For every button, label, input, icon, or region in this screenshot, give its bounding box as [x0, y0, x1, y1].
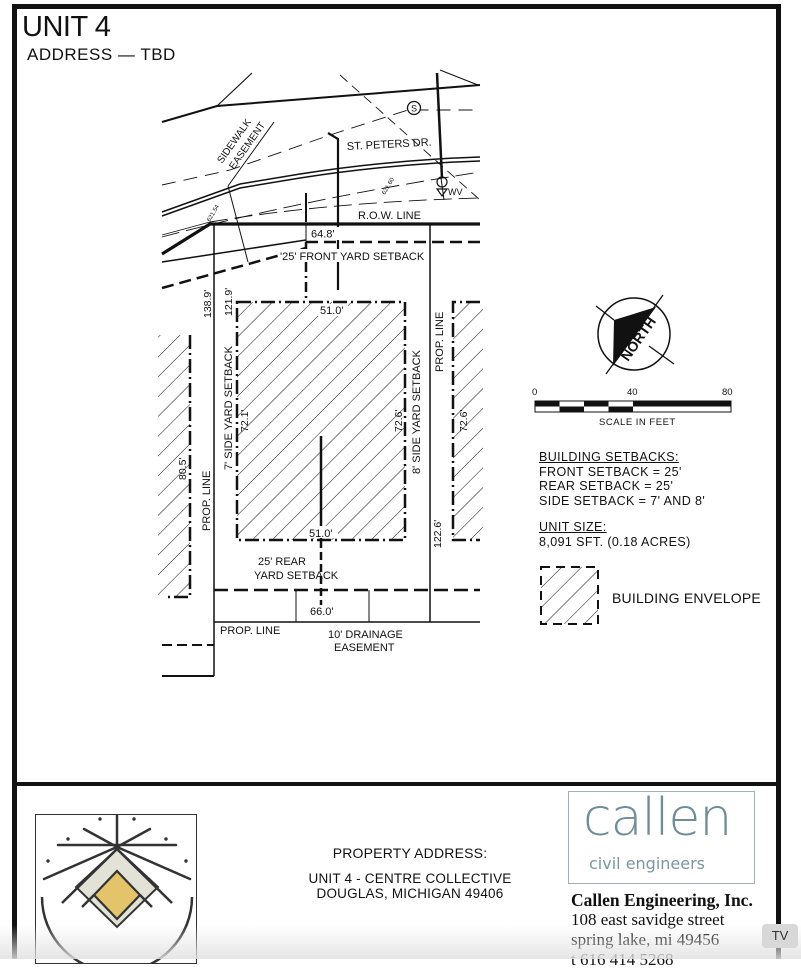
scale-label: SCALE IN FEET — [599, 417, 676, 428]
property-address-line-1: UNIT 4 - CENTRE COLLECTIVE — [308, 871, 512, 886]
unit-size-value: 8,091 SFT. (0.18 ACRES) — [539, 534, 691, 549]
row-line-label: R.O.W. LINE — [358, 210, 421, 222]
callen-logo: callen civil engineers — [568, 788, 755, 884]
property-address-line-2: DOUGLAS, MICHIGAN 49406 — [316, 886, 504, 901]
drainage-easement-label-1: 10' DRAINAGE — [328, 629, 403, 641]
rear-setback-label-2: YARD SETBACK — [254, 570, 339, 582]
envelope-top-width: 51.0' — [320, 305, 344, 317]
side-setback-note: SIDE SETBACK = 7' AND 8' — [539, 493, 706, 508]
prop-line-left-label: PROP. LINE — [201, 471, 213, 531]
rear-frontage-dimension: 66.0' — [310, 606, 334, 618]
left-side-setback-label: 7' SIDE YARD SETBACK — [223, 345, 235, 470]
sheet-title: UNIT 4 — [22, 11, 111, 43]
callen-brand-subtitle: civil engineers — [589, 854, 706, 873]
drainage-easement-label-2: EASEMENT — [334, 642, 395, 654]
right-prop-depth: 122.6' — [432, 520, 444, 548]
envelope-bottom-width: 51.0' — [309, 528, 333, 540]
company-street: 108 east savidge street — [571, 910, 725, 929]
north-arrow-icon: NORTH — [595, 294, 675, 375]
row-line — [161, 222, 480, 263]
neighbor-right-depth: 72.6' — [458, 410, 470, 432]
prop-line-right-label: PROP. LINE — [434, 312, 446, 372]
front-frontage-dimension: 64.8' — [311, 229, 335, 241]
envelope-left-depth: 72.1' — [239, 410, 251, 432]
sheet-subtitle: ADDRESS — TBD — [27, 45, 176, 64]
scale-tick-40: 40 — [627, 387, 638, 398]
unit-size-header: UNIT SIZE: — [539, 520, 607, 534]
building-envelope — [235, 300, 407, 542]
neighbor-envelope-left — [158, 335, 192, 599]
callen-brand-word: callen — [583, 788, 732, 848]
right-side-setback-label: 8' SIDE YARD SETBACK — [411, 349, 423, 474]
envelope-right-depth: 72.6' — [393, 410, 405, 432]
property-lines — [162, 224, 480, 677]
property-address-header: PROPERTY ADDRESS: — [332, 845, 488, 861]
company-city: spring lake, mi 49456 — [571, 930, 720, 949]
company-info: Callen Engineering, Inc. 108 east savidg… — [571, 890, 753, 970]
rear-setback-note: REAR SETBACK = 25' — [539, 479, 674, 493]
company-phone: t 616 414 5268 — [571, 950, 674, 969]
site-plan-drawing: S WV ST. PETERS DR. SIDEWALK EASEMENT 62… — [158, 69, 733, 677]
centre-collective-logo — [35, 814, 197, 964]
scale-tick-0: 0 — [532, 387, 537, 398]
neighbor-envelope-right — [451, 300, 483, 542]
tv-badge-button[interactable]: TV — [762, 924, 798, 948]
left-depth-outer: 138.9' — [202, 290, 214, 318]
front-setback-note: FRONT SETBACK = 25' — [539, 464, 682, 479]
setbacks-header: BUILDING SETBACKS: — [539, 450, 679, 464]
water-valve-icon — [436, 176, 448, 188]
title-block-divider — [12, 782, 781, 786]
sanitary-manhole-icon — [406, 100, 422, 116]
scale-tick-80: 80 — [722, 387, 733, 398]
prop-line-bottom-label: PROP. LINE — [220, 625, 280, 637]
street-name: ST. PETERS DR. — [347, 137, 432, 153]
sanitary-manhole-label: S — [411, 104, 417, 114]
sheet-border-right — [776, 4, 781, 959]
neighbor-left-depth: 80.5' — [177, 458, 189, 480]
property-address-block: PROPERTY ADDRESS: UNIT 4 - CENTRE COLLEC… — [290, 845, 530, 901]
front-yard-setback-label: '25' FRONT YARD SETBACK — [280, 251, 425, 263]
rear-setback-label-1: 25' REAR — [258, 556, 306, 568]
building-envelope-legend-label: BUILDING ENVELOPE — [612, 590, 761, 606]
water-valve-label: WV — [448, 187, 463, 197]
sheet-border-left — [12, 4, 17, 959]
setback-notes: BUILDING SETBACKS: FRONT SETBACK = 25' R… — [539, 450, 705, 549]
sheet-border-top — [12, 4, 780, 9]
scale-bar: 0 40 80 — [532, 387, 733, 413]
company-name: Callen Engineering, Inc. — [571, 890, 753, 910]
building-envelope-legend-icon — [540, 566, 599, 625]
left-depth-inner: 121.9' — [223, 288, 235, 316]
